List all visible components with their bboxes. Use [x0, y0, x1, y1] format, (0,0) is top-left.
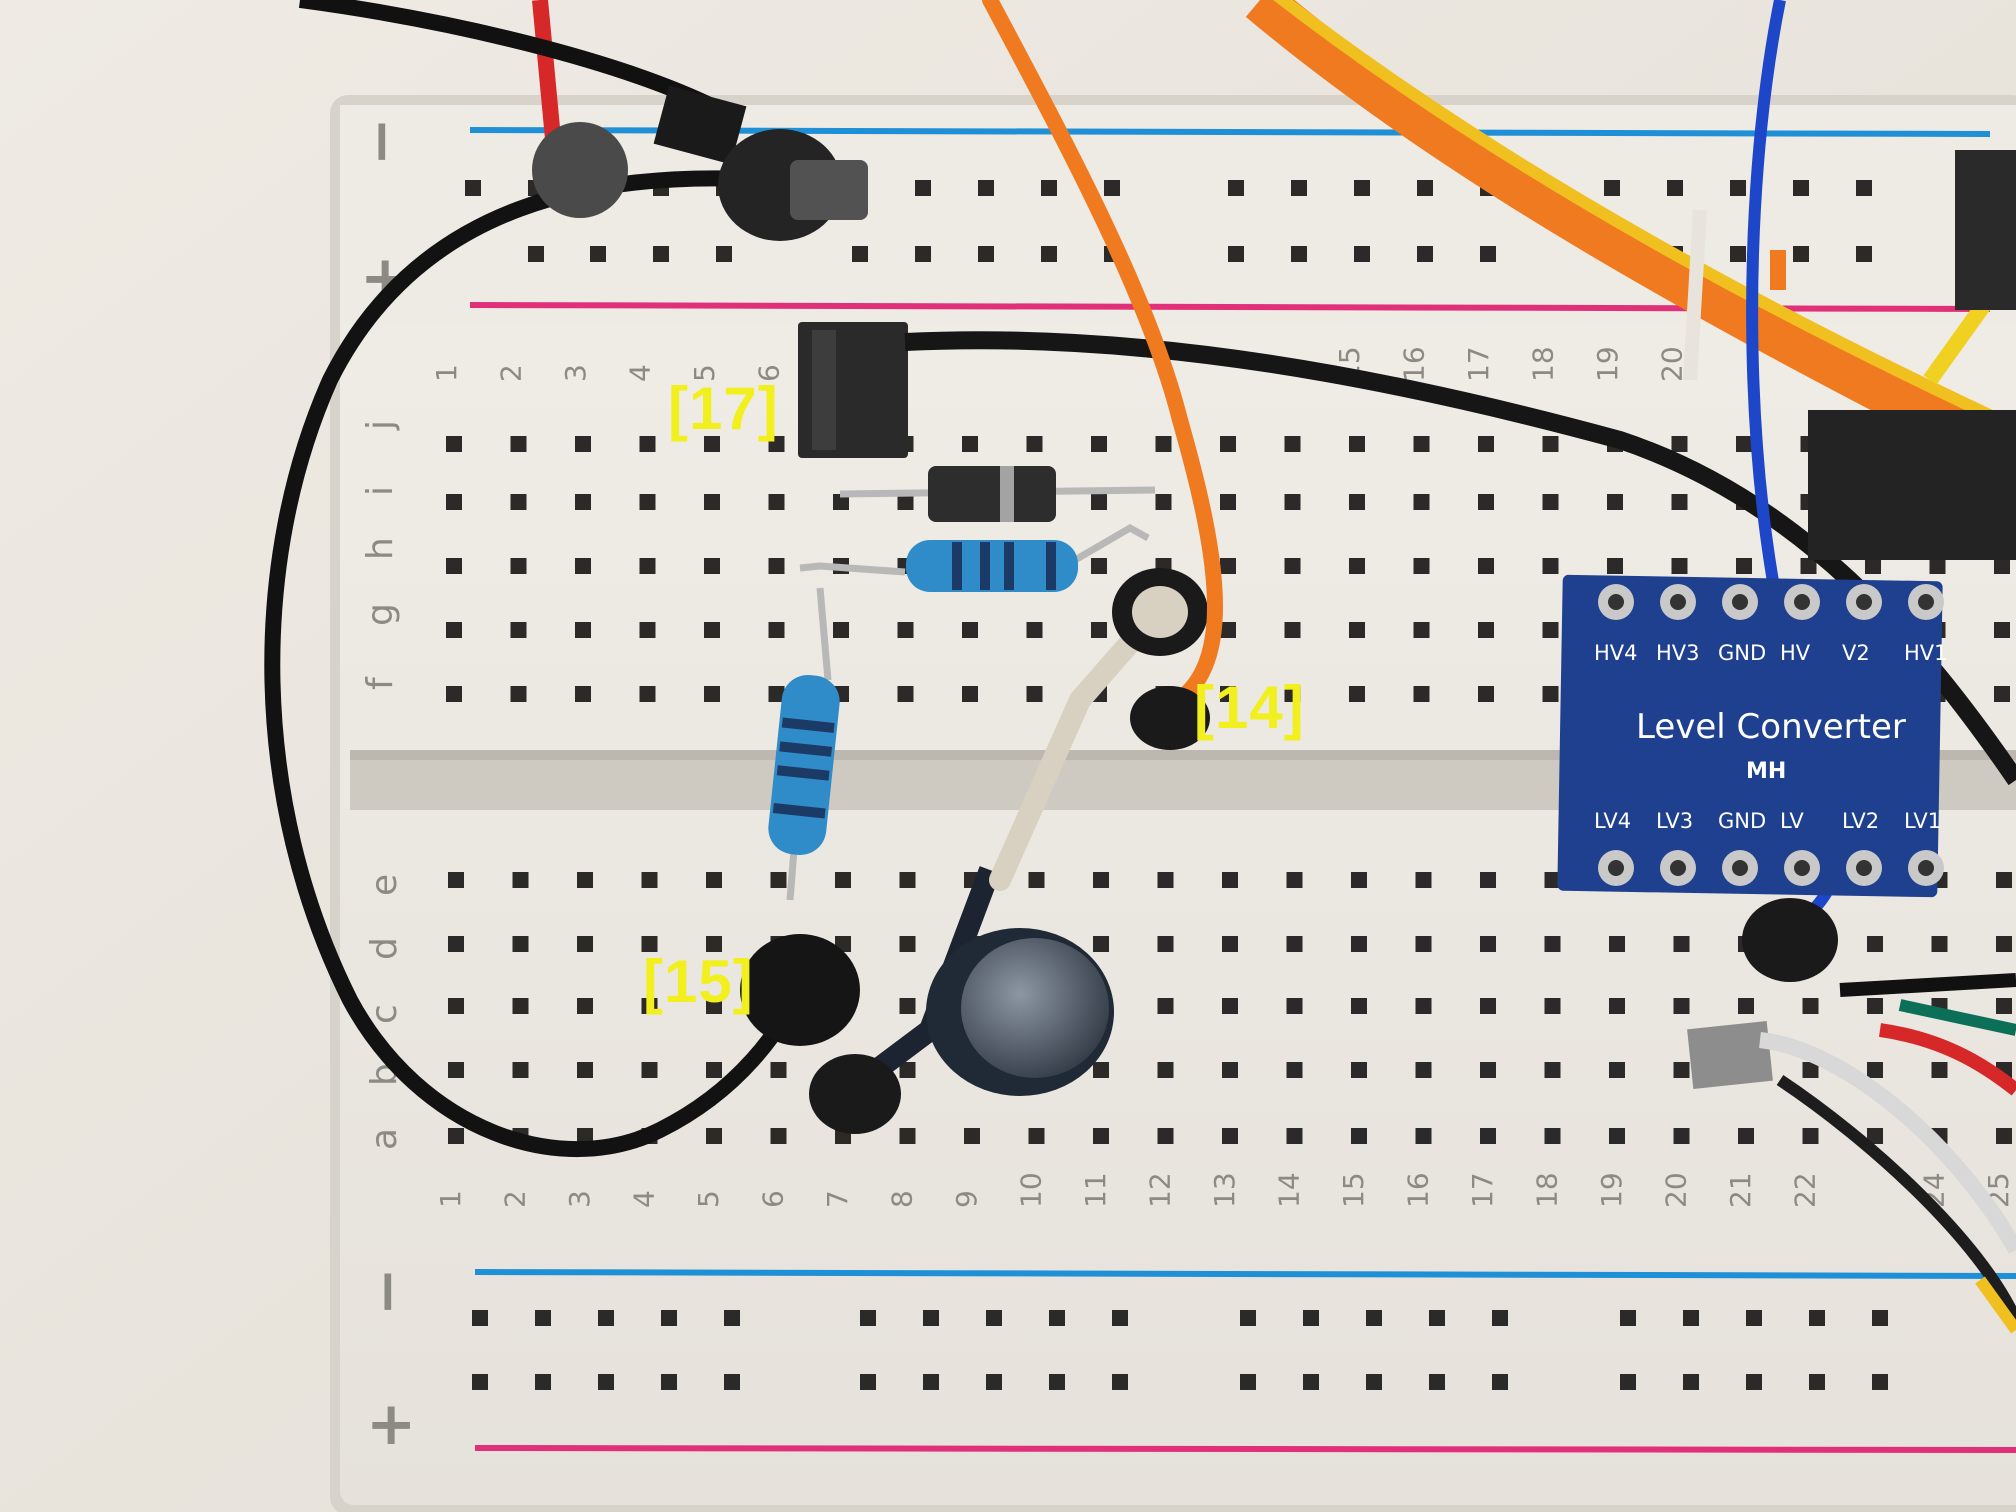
column-number-top: 19: [1591, 346, 1624, 382]
jumper-header-17: [798, 322, 908, 458]
lv-pin-label: GND: [1718, 809, 1766, 833]
column-number-bottom: 14: [1273, 1172, 1306, 1208]
hv-pin-hole: [1918, 594, 1934, 610]
column-number-bottom: 13: [1208, 1172, 1241, 1208]
row-letter-d: d: [364, 937, 405, 960]
column-number-bottom: 20: [1660, 1172, 1693, 1208]
column-number-bottom: 8: [886, 1190, 919, 1208]
column-number-bottom: 11: [1079, 1172, 1112, 1208]
column-number-bottom: 6: [757, 1190, 790, 1208]
lv-pin-hole: [1732, 860, 1748, 876]
diode: [839, 466, 1156, 522]
lv-pin-label: LV1: [1904, 809, 1941, 833]
callout-17: [17]: [668, 375, 779, 442]
column-number-bottom: 18: [1531, 1172, 1564, 1208]
column-number-top: 4: [624, 364, 657, 382]
lv-pin-hole: [1608, 860, 1624, 876]
column-number-top: 17: [1462, 346, 1495, 382]
column-number-bottom: 10: [1015, 1172, 1048, 1208]
column-number-top: 16: [1398, 346, 1431, 382]
column-number-bottom: 7: [821, 1190, 854, 1208]
hv-pin-hole: [1856, 594, 1872, 610]
lv-pin-label: LV: [1780, 809, 1804, 833]
resistor-vertical: [768, 587, 840, 901]
bottom-rail-minus-sign: −: [352, 1267, 420, 1316]
row-letter-a: a: [364, 1128, 405, 1150]
bottom-minus-rail-line: [474, 1269, 2016, 1279]
hv-pin-label: HV: [1780, 641, 1811, 665]
callout-15: [15]: [643, 948, 754, 1015]
lv-pin-label: LV4: [1594, 809, 1631, 833]
lv-pin-hole: [1794, 860, 1810, 876]
column-number-top: 5: [688, 364, 721, 382]
row-letter-h: h: [360, 537, 401, 560]
lv-pin-label: LV3: [1656, 809, 1693, 833]
row-letter-c: c: [364, 1004, 405, 1024]
column-number-bottom: 15: [1337, 1172, 1370, 1208]
column-number-bottom: 2: [499, 1190, 532, 1208]
lv-pin-hole: [1670, 860, 1686, 876]
electrolytic-capacitor: [809, 866, 1114, 1134]
column-number-top: 2: [495, 364, 528, 382]
top-rail-minus-sign: −: [346, 117, 414, 166]
white-jumper-wire: [989, 609, 1161, 891]
orange-yellow-wire-bundle: [1245, 0, 2016, 480]
column-number-bottom: 5: [692, 1190, 725, 1208]
row-letter-f: f: [360, 676, 401, 690]
high-voltage-pins: HV4 HV3 GND HV V2 HV1: [1594, 584, 1948, 665]
hv-pin-label: HV3: [1656, 641, 1700, 665]
row-letter-e: e: [364, 874, 405, 896]
bottom-rail-holes: [472, 1310, 1888, 1390]
bottom-rail-plus-sign: +: [366, 1389, 416, 1459]
orange-jumper-wire: [982, 0, 1223, 718]
hv-pin-hole: [1608, 594, 1624, 610]
column-number-bottom: 21: [1724, 1172, 1757, 1208]
column-number-top: 1: [430, 364, 463, 382]
bottom-plus-rail-line: [474, 1445, 2016, 1453]
row-letter-g: g: [360, 603, 401, 626]
hv-pin-label: HV1: [1904, 641, 1948, 665]
lv-pin-hole: [1918, 860, 1934, 876]
level-converter-brand: MH: [1746, 759, 1786, 784]
row-letter-j: j: [360, 420, 401, 431]
lv-pin-label: LV2: [1842, 809, 1879, 833]
column-number-bottom: 4: [628, 1190, 661, 1208]
hv-pin-label: GND: [1718, 641, 1766, 665]
black-wire-loop: [264, 170, 808, 1157]
lv-pin-hole: [1856, 860, 1872, 876]
column-number-top: 6: [753, 364, 786, 382]
column-number-bottom: 19: [1595, 1172, 1628, 1208]
column-number-bottom: 9: [950, 1190, 983, 1208]
hv-pin-label: HV4: [1594, 641, 1638, 665]
column-number-bottom: 22: [1789, 1172, 1822, 1208]
column-number-bottom: 16: [1402, 1172, 1435, 1208]
hv-pin-hole: [1732, 594, 1748, 610]
column-number-top: 3: [559, 364, 592, 382]
column-number-top: 20: [1656, 346, 1689, 382]
column-number-top: 18: [1527, 346, 1560, 382]
column-number-bottom: 3: [563, 1190, 596, 1208]
column-number-bottom: 12: [1144, 1172, 1177, 1208]
hv-pin-hole: [1794, 594, 1810, 610]
resistor-horizontal: [799, 523, 1150, 592]
column-number-bottom: 1: [434, 1190, 467, 1208]
level-converter-title: Level Converter: [1636, 707, 1906, 747]
hv-pin-label: V2: [1842, 641, 1870, 665]
low-voltage-pins: LV4 LV3 GND LV LV2 LV1: [1594, 809, 1944, 886]
column-number-bottom: 17: [1466, 1172, 1499, 1208]
row-letter-i: i: [360, 486, 401, 496]
callout-14: [14]: [1194, 674, 1305, 741]
hv-pin-hole: [1670, 594, 1686, 610]
